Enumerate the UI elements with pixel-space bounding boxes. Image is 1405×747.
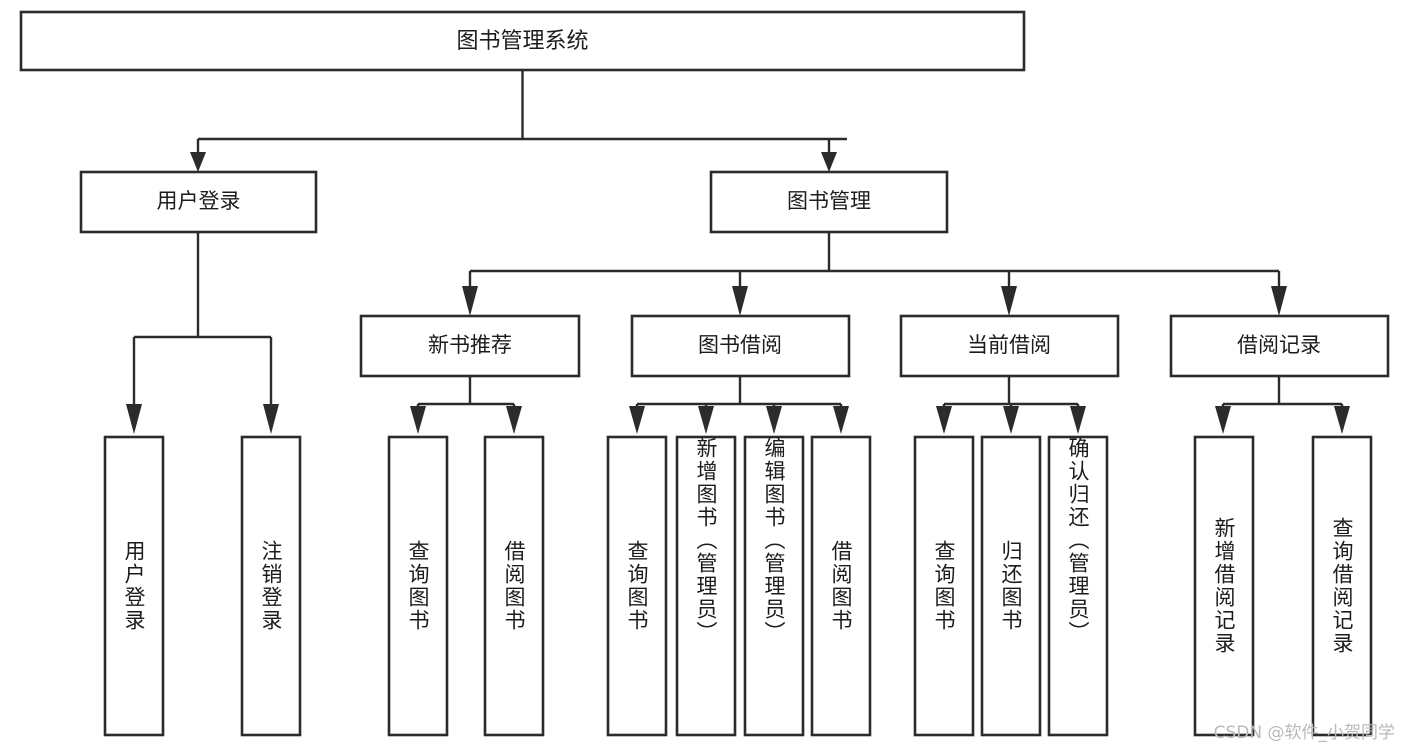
node-leaf-return-book[interactable] <box>980 435 1042 737</box>
node-leaf-add-book[interactable] <box>675 435 737 737</box>
node-leaf-query-record[interactable] <box>1311 435 1373 737</box>
node-borrow-record[interactable]: 借阅记录 <box>1169 314 1390 378</box>
node-root-label: 图书管理系统 <box>456 29 588 54</box>
node-leaf-borrow-book-1[interactable] <box>483 435 545 737</box>
connector-bookborrow-to-leaves <box>629 376 849 434</box>
node-new-book-recommend-label: 新书推荐 <box>428 333 512 357</box>
node-book-manage-label: 图书管理 <box>787 189 871 213</box>
node-leaf-borrow-book-2[interactable] <box>810 435 872 737</box>
node-leaf-user-login[interactable] <box>103 435 165 737</box>
node-user-login-label: 用户登录 <box>157 189 241 213</box>
node-borrow-record-label: 借阅记录 <box>1237 333 1321 357</box>
node-leaf-query-book-1[interactable] <box>387 435 449 737</box>
connector-newbook-to-leaves <box>410 376 522 434</box>
node-current-borrow-label: 当前借阅 <box>967 333 1051 357</box>
node-leaf-confirm-return[interactable] <box>1047 435 1109 737</box>
node-root[interactable]: 图书管理系统 <box>19 10 1026 72</box>
node-user-login[interactable]: 用户登录 <box>79 170 318 234</box>
node-new-book-recommend[interactable]: 新书推荐 <box>359 314 581 378</box>
connector-currentborrow-to-leaves <box>936 376 1086 434</box>
node-leaf-edit-book[interactable] <box>743 435 805 737</box>
connector-bookmanage-to-level3 <box>462 232 1287 316</box>
node-book-manage[interactable]: 图书管理 <box>709 170 949 234</box>
connector-borrowrecord-to-leaves <box>1215 376 1350 434</box>
node-leaf-query-book-2[interactable] <box>606 435 668 737</box>
node-book-borrow-label: 图书借阅 <box>698 333 782 357</box>
connector-root-to-level2 <box>190 70 847 172</box>
node-leaf-add-record[interactable] <box>1193 435 1255 737</box>
node-leaf-query-book-3[interactable] <box>913 435 975 737</box>
watermark-text: CSDN @软件_小贺同学 <box>1213 723 1395 743</box>
connector-userlogin-to-leaves <box>126 232 279 434</box>
node-leaf-logout-login[interactable] <box>240 435 302 737</box>
node-book-borrow[interactable]: 图书借阅 <box>630 314 851 378</box>
node-current-borrow[interactable]: 当前借阅 <box>899 314 1120 378</box>
